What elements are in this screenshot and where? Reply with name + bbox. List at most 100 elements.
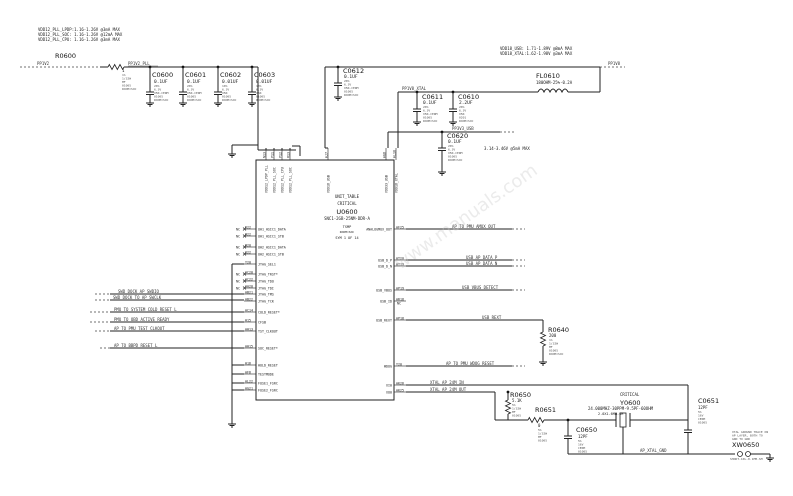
c0650-spec: CERM <box>578 446 585 450</box>
y0600-value: 24.000MHZ-30PPM-9.5PF-60OHM <box>588 406 654 411</box>
r0650-spec: 1/32W <box>512 407 521 411</box>
c0650-spec: 01005 <box>578 450 587 454</box>
u0600-left-pin-name: UH2_HSIC1_STB <box>258 253 284 257</box>
cap-top-spec: ROOM=SOC <box>187 98 202 102</box>
r0651-value: 0 <box>538 423 541 428</box>
u0600-left-pin-name: TST_CLKOUT <box>258 330 278 334</box>
u0600-left-pin-number: Y20 <box>245 261 251 265</box>
c0620-spec: ROOM=SOC <box>448 158 463 162</box>
net-ap-amux: AP_TO_PMU_AMUX_OUT <box>452 224 496 229</box>
cap-top-ref: C0602 <box>220 71 241 79</box>
net-usb-vbus: USB_VBUS_DETECT <box>462 285 499 290</box>
u0600-left-pin-number: U22 <box>245 251 251 255</box>
net-pp1v8: PP1V8 <box>608 61 621 66</box>
cap-top-spec: 6.3V <box>256 88 263 92</box>
c0651-ref: C0651 <box>698 397 719 405</box>
net-pmu-obd-active: PMU_TO_OBD_ACTIVE_READY <box>114 317 170 322</box>
usb-power-note-line: VDD18_XTAL:1.62-1.98V @3mA MAX <box>500 51 573 56</box>
c0611-spec: 01005 <box>423 116 432 120</box>
cap-top-spec: 01005 <box>154 95 163 99</box>
r0600-spec: 1% <box>122 73 126 77</box>
u0600-left-pin-name: UH2_HSIC1_DATA <box>258 246 286 250</box>
u0600-top-pin-number: AL10 <box>393 150 397 158</box>
c0610-ref: C0610 <box>458 93 479 101</box>
u0600-left-pin-number: W22 <box>245 233 251 237</box>
u0600-nc-marker: NC <box>236 287 240 291</box>
r0651-spec: 01005 <box>538 439 547 443</box>
c0612-spec: X5R-CERM <box>344 86 359 90</box>
nc-cross-b <box>242 252 247 256</box>
xw0650-note: GND TO GND <box>732 437 750 441</box>
cap-top-value: 0.1UF <box>154 79 168 85</box>
u0600-left-pin-number: H16 <box>245 362 251 366</box>
cap-top-spec: 01005 <box>187 95 196 99</box>
r0650-ref: R0650 <box>510 391 531 399</box>
r0600-ref: R0600 <box>55 52 76 60</box>
r0600-spec: MF <box>122 80 126 84</box>
cap-top-spec: 10% <box>256 84 262 88</box>
nc-cross-b <box>242 279 247 283</box>
u0600-left-pin-name: SOC_RESET* <box>258 347 278 351</box>
u0600-right-pin-name: WDOG <box>384 365 392 369</box>
net-ap-wdog: AP_TO_PMU_WDOG_RESET <box>446 361 495 366</box>
u0600-ref: U0600 <box>336 208 357 216</box>
c0611-spec: 6.3V <box>423 109 430 113</box>
junction-dot <box>506 390 510 394</box>
u0600-left-pin-name: JTAG_TDO <box>258 280 274 284</box>
u0600-right-pin-name: USB_VBUS <box>376 289 392 293</box>
nc-cross-b <box>242 245 247 249</box>
cap-top-spec: ROOM=SOC <box>154 98 169 102</box>
u0600-part: SNC1-2GB-25NM-DDR-A <box>324 216 370 221</box>
u0600-left-pin-number: AG21 <box>245 387 253 391</box>
net-xtal-in: XTAL_AP_24M_IN <box>430 380 464 385</box>
net-swd-dock-ap-swdio: SWD_DOCK_AP_SWDIO <box>118 289 160 294</box>
xw0650-ref: XW0650 <box>732 441 759 449</box>
u0600-top-pin-number: R13 <box>287 152 291 158</box>
nc-cross-b <box>242 272 247 276</box>
r0651-spec: 5% <box>538 428 542 432</box>
cap-top-spec: 20% <box>154 84 160 88</box>
u0600-right-pin-number: AF25 <box>396 226 404 230</box>
r0600-body <box>107 63 125 71</box>
net-ap-bbpd-reset: AP_TO_BBPD_RESET_L <box>114 343 158 348</box>
net-pp3v3-usb: PP3V3_USB <box>452 126 474 131</box>
cap-top-ref: C0601 <box>185 71 206 79</box>
u0600-top-pin-name: VDD18_XTAL <box>395 173 399 193</box>
r0650-value: 5.1K <box>512 398 522 403</box>
r0600-spec: ROOM=SOC <box>122 87 137 91</box>
r0640-spec: 01005 <box>549 349 558 353</box>
u0600-nc-marker: NC <box>236 246 240 250</box>
u0600-right-pin-number: AK26 <box>396 382 404 386</box>
u0600-right-pin-name: USB_REXT <box>376 319 392 323</box>
cap-top-ref: C0603 <box>254 71 275 79</box>
r0651-spec: MF <box>538 435 542 439</box>
u0600-right-pin-name: USB_D_N <box>378 265 392 269</box>
usb-33-note: 3.14-3.46V @5mA MAX <box>484 146 530 151</box>
c0610-spec: ROOM=SOC <box>459 119 474 123</box>
u0600-right-pin-name: USB_ID <box>380 300 392 304</box>
c0612-ref: C0612 <box>343 67 364 75</box>
r0640-spec: 1% <box>549 338 553 342</box>
r0640-spec: 1/32W <box>549 342 558 346</box>
r0651-ref: R0651 <box>535 406 556 414</box>
u0600-nc-marker: NC <box>236 280 240 284</box>
net-pp1v2: PP1V2 <box>37 61 50 66</box>
cap-top-spec: 10% <box>222 84 228 88</box>
cap-top-ref: C0600 <box>152 71 173 79</box>
nc-cross-b <box>242 234 247 238</box>
u0600-right-pin-number: AP19 <box>396 287 404 291</box>
u0600-left-pin-name: JTAG_TRST* <box>258 273 278 277</box>
u0600-left-pin-name: CFSB <box>258 321 266 325</box>
u0600-left-pin-name: HOLD_RESET <box>258 364 278 368</box>
c0651-spec: 16V <box>698 414 704 418</box>
fl0610-body <box>537 88 569 94</box>
net-pp1v8-xtal: PP1V8_XTAL <box>402 86 427 91</box>
u0600-left-pin-name: UH1_HSIC1_STB <box>258 235 284 239</box>
net-pmu-cold-reset: PMU_TO_SYSTEM_COLD_RESET_L <box>114 307 177 312</box>
c0610-spec: 20% <box>459 105 465 109</box>
u0600-top-pin-number: AJ7 <box>325 152 329 158</box>
cap-top-spec: 01005 <box>222 95 231 99</box>
cap-top-spec: X5R <box>222 91 228 95</box>
u0600-left-pin-number: W20 <box>245 244 251 248</box>
